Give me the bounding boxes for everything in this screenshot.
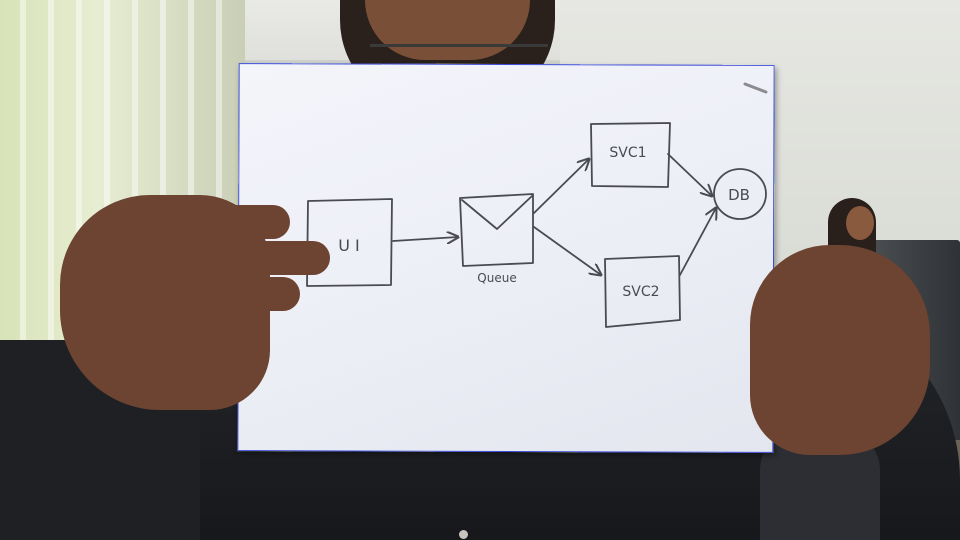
- presenter-glasses: [370, 44, 548, 65]
- presenter-left-hand: [60, 195, 330, 410]
- arrow-queue-to-svc1: [533, 159, 589, 214]
- arrow-queue-to-svc2: [533, 226, 601, 275]
- pencil-smudge: [743, 82, 768, 94]
- db-label: DB: [728, 186, 750, 204]
- queue-node: Queue: [459, 193, 534, 285]
- svc2-label: SVC2: [622, 284, 659, 300]
- presenter-forehead: [365, 0, 530, 60]
- shirt-button: [459, 530, 468, 539]
- presenter-right-hand: [750, 245, 930, 455]
- svc1-node: SVC1: [590, 122, 671, 188]
- arrow-svc1-to-db: [667, 153, 712, 196]
- svc2-node: SVC2: [604, 255, 681, 328]
- arrow-svc2-to-db: [679, 208, 716, 276]
- arrow-ui-to-queue: [392, 237, 458, 241]
- background-person-face: [846, 206, 874, 240]
- svc1-label: SVC1: [609, 145, 646, 161]
- ui-label: U I: [338, 236, 360, 255]
- queue-label: Queue: [477, 271, 516, 285]
- db-node: DB: [713, 168, 767, 220]
